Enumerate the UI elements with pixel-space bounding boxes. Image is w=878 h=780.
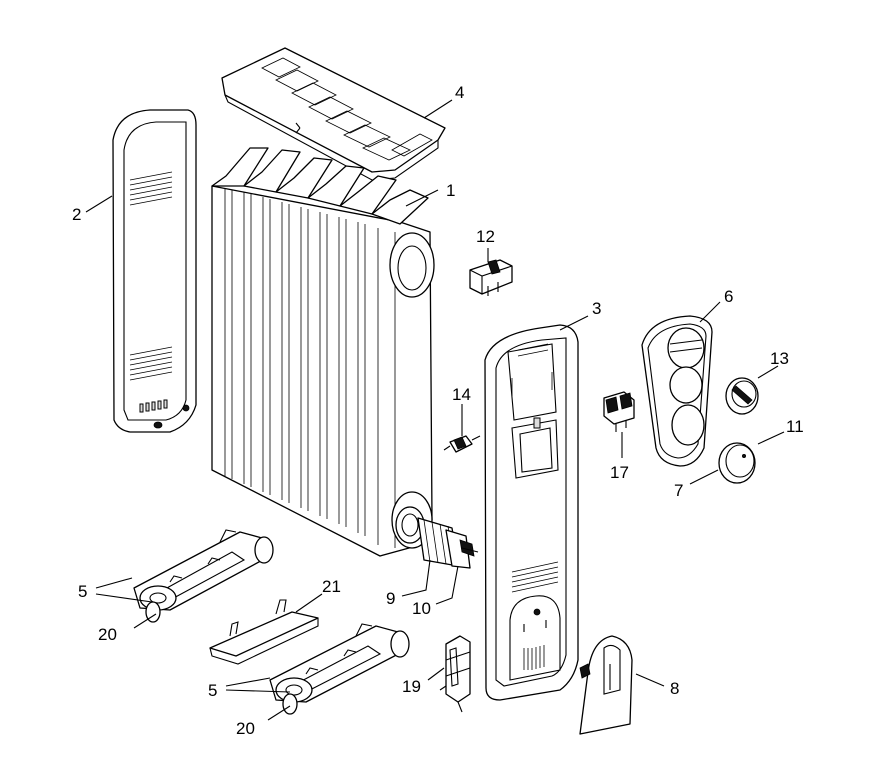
- foot-bracket: [209, 599, 319, 665]
- rear-cover-plug: [579, 635, 633, 735]
- heating-element-assembly: [395, 506, 479, 569]
- control-knob-11: [718, 442, 756, 484]
- callout-6: 6: [724, 287, 733, 306]
- callout-1: 1: [446, 181, 455, 200]
- callout-19: 19: [402, 677, 421, 696]
- rocker-switch: [603, 391, 635, 432]
- left-side-panel: [112, 109, 197, 433]
- terminal-block: [439, 635, 471, 713]
- leader-lines: [85, 99, 785, 721]
- callout-20-lower: 20: [236, 719, 255, 738]
- callout-5-lower: 5: [208, 681, 217, 700]
- caster-foot-lower: [269, 623, 410, 715]
- callout-numbers: 1 2 3 4 5 5 6 7 8 9 10 11 12 13 14 17 19…: [72, 83, 804, 738]
- callout-3: 3: [592, 299, 601, 318]
- callout-11: 11: [786, 417, 804, 436]
- callout-12: 12: [476, 227, 495, 246]
- control-knob-13: [725, 377, 759, 415]
- caster-foot-upper: [133, 529, 274, 623]
- callout-8: 8: [670, 679, 679, 698]
- callout-20-upper: 20: [98, 625, 117, 644]
- callout-2: 2: [72, 205, 81, 224]
- callout-9: 9: [386, 589, 395, 608]
- callout-4: 4: [455, 83, 464, 102]
- callout-7: 7: [674, 481, 683, 500]
- callout-17: 17: [610, 463, 629, 482]
- callout-14: 14: [452, 385, 471, 404]
- callout-21: 21: [322, 577, 341, 596]
- callout-5-upper: 5: [78, 582, 87, 601]
- front-control-panel: [484, 324, 579, 701]
- thermal-fuse: [443, 435, 481, 453]
- callout-10: 10: [412, 599, 431, 618]
- thermostat: [469, 259, 513, 296]
- callout-13: 13: [770, 349, 789, 368]
- control-facia: [641, 315, 713, 467]
- radiator-body: [211, 147, 435, 557]
